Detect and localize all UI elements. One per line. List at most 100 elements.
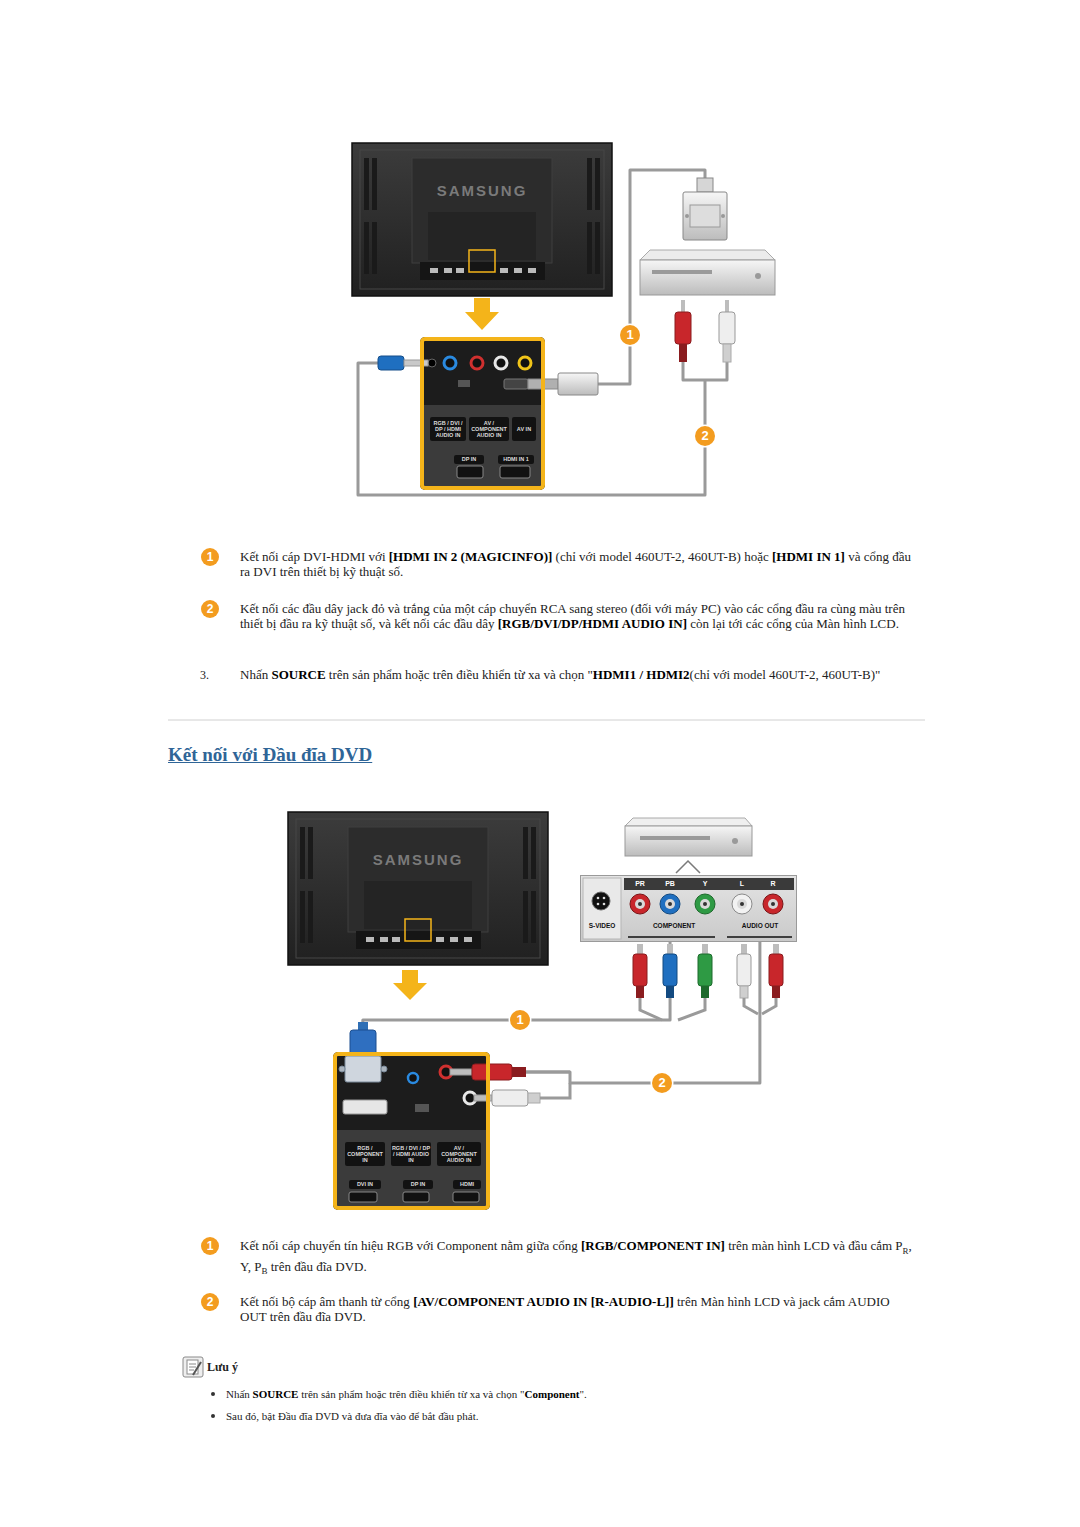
step-number: 2 <box>201 1293 219 1311</box>
paragraph: Kết nối cáp chuyển tín hiệu RGB với Comp… <box>240 1238 912 1279</box>
port-label: COMPONENT <box>631 920 717 932</box>
monitor-back <box>288 812 548 965</box>
emphasis-text: HDMI1 / HDMI2 <box>593 667 690 682</box>
cable <box>490 942 760 1083</box>
audio-plug <box>772 986 780 998</box>
emphasis-text: SOURCE <box>271 667 325 682</box>
connector-panel-art <box>403 1192 429 1202</box>
dvi-plug <box>697 178 713 192</box>
rca-plug <box>675 300 735 362</box>
output-panel-art <box>628 936 715 938</box>
output-panel-art <box>700 899 710 909</box>
component-plug <box>698 954 712 986</box>
note-icon <box>183 1357 203 1377</box>
connector-panel-art <box>333 1052 490 1210</box>
monitor-back <box>430 268 438 273</box>
output-panel-art <box>635 899 645 909</box>
monitor-back <box>352 143 612 296</box>
dvd-player <box>625 826 752 856</box>
component-plug <box>701 986 709 998</box>
connector-panel-art <box>337 1130 486 1206</box>
output-panel-art <box>768 899 778 909</box>
emphasis-text: [AV/COMPONENT AUDIO IN [R-AUDIO-L]] <box>413 1294 674 1309</box>
body-text: (chỉ với model 460UT-2, 460UT-B)" <box>690 667 881 682</box>
component-plug <box>666 986 674 998</box>
rca-plug <box>681 300 685 312</box>
digital-device <box>640 250 775 295</box>
component-plug <box>633 944 712 998</box>
callout-number: 2 <box>652 1073 672 1093</box>
note-icon <box>189 1364 196 1365</box>
audio-plug <box>740 986 748 998</box>
rca-plug <box>675 312 691 344</box>
emphasis-text: [RGB/DVI/DP/HDMI AUDIO IN] <box>498 616 687 631</box>
connector-panel-art <box>458 380 470 387</box>
body-text: ". <box>580 1388 587 1400</box>
bullet-dot <box>211 1414 215 1418</box>
port-label: RGB / COMPONENT IN <box>345 1142 385 1166</box>
output-panel-art <box>630 894 650 914</box>
divider-line <box>168 720 925 721</box>
connector-panel-art <box>504 379 528 389</box>
port-label: RGB / DVI / DP / HDMI AUDIO IN <box>391 1142 431 1166</box>
component-plug <box>633 954 647 986</box>
port-label: HDMI IN 1 <box>498 455 534 464</box>
component-plug <box>636 986 644 998</box>
highlight-frame <box>469 250 495 272</box>
digital-device <box>640 260 775 295</box>
connector-panel-art <box>500 466 530 478</box>
note-icon <box>183 1357 203 1377</box>
vga-plug <box>345 1056 381 1082</box>
zoom-arrow <box>393 970 427 1000</box>
connector-panel-art <box>415 1104 429 1112</box>
output-panel-art <box>603 903 606 906</box>
output-panel-art <box>740 902 744 906</box>
port-label: PR <box>632 879 648 889</box>
note-icon <box>189 1367 196 1368</box>
body-text: trên sản phẩm hoặc trên điều khiển từ xa… <box>298 1388 524 1400</box>
callout-number: 2 <box>695 426 715 446</box>
dvi-plug <box>685 214 689 218</box>
step-number: 3. <box>200 668 209 683</box>
body-text: trên đầu đĩa DVD. <box>267 1259 366 1274</box>
port-label: DP IN <box>403 1180 433 1189</box>
audio-plug <box>741 944 747 954</box>
monitor-back <box>514 268 522 273</box>
monitor-back <box>412 158 552 263</box>
monitor-back <box>528 268 536 273</box>
brand-logo: SAMSUNG <box>437 182 528 199</box>
dvi-plug <box>683 178 727 240</box>
connector-panel-art <box>519 357 531 369</box>
step-number: 1 <box>201 548 219 566</box>
audio-plug <box>773 944 779 954</box>
output-panel-art <box>638 902 642 906</box>
body-text: Kết nối cáp DVI-HDMI với <box>240 549 389 564</box>
paragraph: Sau đó, bật Đầu đĩa DVD và đưa đĩa vào đ… <box>226 1409 916 1423</box>
cable <box>358 363 705 495</box>
section-heading: Kết nối với Đầu đĩa DVD <box>168 744 372 766</box>
rca-plug <box>723 344 731 362</box>
digital-device <box>640 250 775 260</box>
connector-panel-art <box>420 337 545 490</box>
callout-number: 1 <box>510 1010 530 1030</box>
body-text: trên sản phẩm hoặc trên điều khiển từ xa… <box>326 667 593 682</box>
dvd-player <box>732 838 738 844</box>
port-label: AUDIO OUT <box>727 920 793 932</box>
emphasis-text: SOURCE <box>253 1388 299 1400</box>
port-label: R <box>765 879 781 889</box>
rca-plug <box>528 1093 540 1103</box>
output-panel-art <box>668 902 672 906</box>
rca-plug <box>472 1064 512 1080</box>
connector-panel-art <box>333 1052 490 1210</box>
port-label: DP IN <box>454 455 484 464</box>
body-text: (chỉ với model 460UT-2, 460UT-B) hoặc <box>552 549 772 564</box>
callout-number: 1 <box>620 325 640 345</box>
output-panel-art <box>665 899 675 909</box>
port-label: S-VIDEO <box>582 920 622 932</box>
note-heading: Lưu ý <box>207 1360 238 1375</box>
body-text: Nhấn <box>240 667 271 682</box>
connector-panel-art <box>495 357 507 369</box>
connector-panel-art <box>453 1192 479 1202</box>
emphasis-text: [HDMI IN 1] <box>772 549 845 564</box>
emphasis-text: [RGB/COMPONENT IN] <box>581 1238 725 1253</box>
